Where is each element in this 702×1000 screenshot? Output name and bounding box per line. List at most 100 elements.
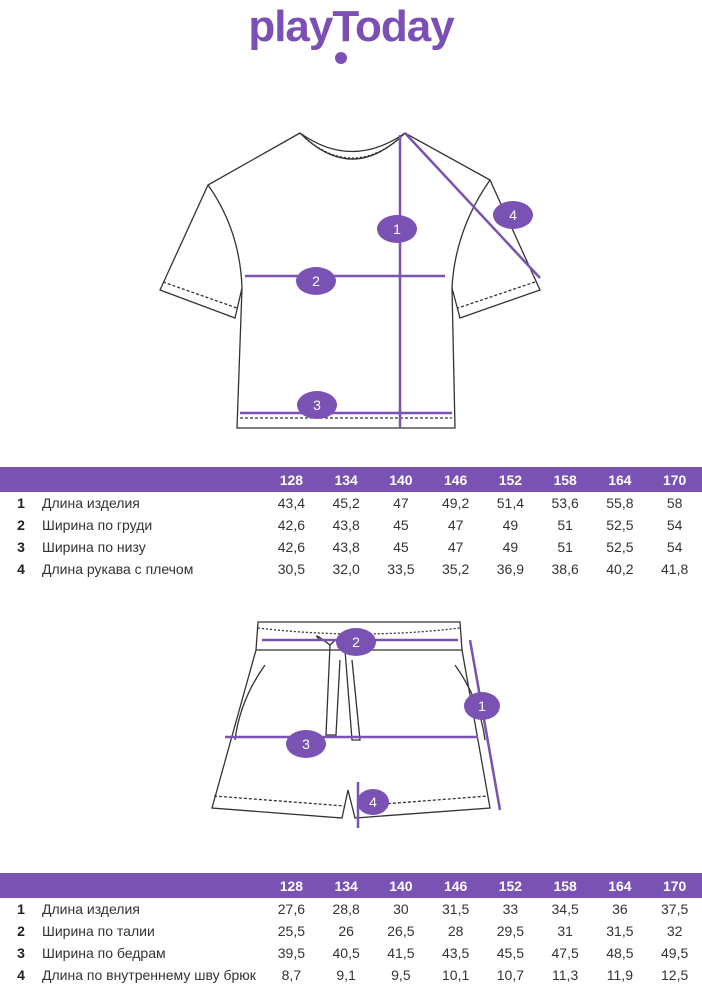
row-number: 3 xyxy=(17,539,25,555)
measurement-value: 41,8 xyxy=(661,561,689,577)
table-row: 2 Ширина по груди 42,6 43,8 45 47 49 51 52,5 54 xyxy=(0,514,702,536)
measurement-value: 27,6 xyxy=(277,901,305,917)
shorts-marker-1: 1 xyxy=(478,698,486,714)
brand-name: playToday xyxy=(248,2,454,51)
measurement-value: 31,5 xyxy=(442,901,470,917)
measurement-value: 45,2 xyxy=(332,495,360,511)
row-number: 1 xyxy=(17,901,25,917)
size-header: 170 xyxy=(647,873,702,898)
tshirt-drawing: 1 2 3 4 xyxy=(159,132,541,429)
measurement-value: 58 xyxy=(666,495,683,511)
measurement-value: 30,5 xyxy=(277,561,305,577)
size-header: 158 xyxy=(537,873,593,898)
size-header: 170 xyxy=(647,467,702,492)
measurement-value: 29,5 xyxy=(496,923,524,939)
measurement-value: 42,6 xyxy=(277,517,305,533)
measurement-value: 53,6 xyxy=(551,495,579,511)
tshirt-marker-3: 3 xyxy=(313,397,321,413)
measurement-value: 47 xyxy=(393,495,409,511)
measurement-name: Ширина по бедрам xyxy=(42,945,166,961)
measurement-name: Длина изделия xyxy=(42,901,140,917)
measurement-value: 49,2 xyxy=(442,495,470,511)
measurement-value: 37,5 xyxy=(661,901,689,917)
measurement-value: 32,0 xyxy=(332,561,360,577)
shorts-drawing: 1 2 3 4 xyxy=(211,621,502,828)
measurement-value: 38,6 xyxy=(551,561,579,577)
measurement-name: Длина по внутреннему шву брюк xyxy=(42,967,256,983)
tshirt-marker-4: 4 xyxy=(509,207,517,223)
measurement-value: 25,5 xyxy=(277,923,305,939)
row-number: 3 xyxy=(17,945,25,961)
row-number: 2 xyxy=(17,923,25,939)
measurement-value: 41,5 xyxy=(387,945,415,961)
measurement-name: Длина рукава с плечом xyxy=(42,561,194,577)
measurement-value: 45 xyxy=(393,539,409,555)
measurement-value: 45 xyxy=(393,517,409,533)
row-number: 4 xyxy=(17,967,25,983)
measurement-value: 26,5 xyxy=(387,923,415,939)
measurement-value: 43,8 xyxy=(332,539,360,555)
shorts-marker-2: 2 xyxy=(352,634,360,650)
measurement-value: 32 xyxy=(666,923,683,939)
logo-dot xyxy=(335,52,347,64)
measurement-value: 47 xyxy=(447,517,464,533)
measurement-value: 52,5 xyxy=(606,517,634,533)
measurement-value: 43,8 xyxy=(332,517,360,533)
size-header: 140 xyxy=(373,467,429,492)
tshirt-marker-2: 2 xyxy=(312,273,320,289)
measurement-value: 47 xyxy=(447,539,464,555)
measurement-value: 52,5 xyxy=(606,539,634,555)
measurement-value: 42,6 xyxy=(277,539,305,555)
measurement-value: 49 xyxy=(502,517,519,533)
measurement-value: 49 xyxy=(502,539,519,555)
measurement-name: Ширина по груди xyxy=(42,517,153,533)
size-header: 146 xyxy=(428,873,483,898)
measurement-value: 48,5 xyxy=(606,945,634,961)
measurement-value: 35,2 xyxy=(442,561,470,577)
measurement-value: 28,8 xyxy=(332,901,360,917)
measurement-value: 54 xyxy=(666,517,683,533)
shorts-marker-4: 4 xyxy=(369,794,377,810)
row-number: 1 xyxy=(17,495,25,511)
measurement-value: 47,5 xyxy=(551,945,579,961)
row-number: 2 xyxy=(17,517,25,533)
measurement-name: Ширина по талии xyxy=(42,923,155,939)
measurement-value: 40,2 xyxy=(606,561,634,577)
measurement-value: 31 xyxy=(557,923,573,939)
tshirt-marker-1: 1 xyxy=(393,221,401,237)
size-header: 134 xyxy=(318,467,374,492)
measurement-value: 51,4 xyxy=(496,495,524,511)
size-header: 164 xyxy=(592,467,648,492)
size-header: 128 xyxy=(264,467,319,492)
measurement-value: 33 xyxy=(502,901,519,917)
size-header: 152 xyxy=(483,467,538,492)
measurement-value: 11,9 xyxy=(606,967,633,983)
measurement-value: 26 xyxy=(338,923,354,939)
row-number: 4 xyxy=(17,561,25,577)
size-header: 158 xyxy=(537,467,593,492)
measurement-value: 51 xyxy=(557,539,573,555)
measurement-value: 30 xyxy=(393,901,409,917)
size-header: 140 xyxy=(373,873,429,898)
measurement-value: 36 xyxy=(612,901,628,917)
measurement-value: 31,5 xyxy=(606,923,634,939)
measurement-value: 51 xyxy=(557,517,573,533)
measurement-value: 54 xyxy=(666,539,683,555)
measurement-value: 9,1 xyxy=(336,967,356,983)
measurement-name: Длина изделия xyxy=(42,495,140,511)
size-header: 134 xyxy=(318,873,374,898)
measurement-value: 49,5 xyxy=(661,945,689,961)
measurement-value: 10,1 xyxy=(442,967,470,983)
shorts-marker-3: 3 xyxy=(302,736,310,752)
measurement-value: 55,8 xyxy=(606,495,634,511)
measurement-value: 8,7 xyxy=(281,967,302,983)
measurement-value: 33,5 xyxy=(387,561,415,577)
